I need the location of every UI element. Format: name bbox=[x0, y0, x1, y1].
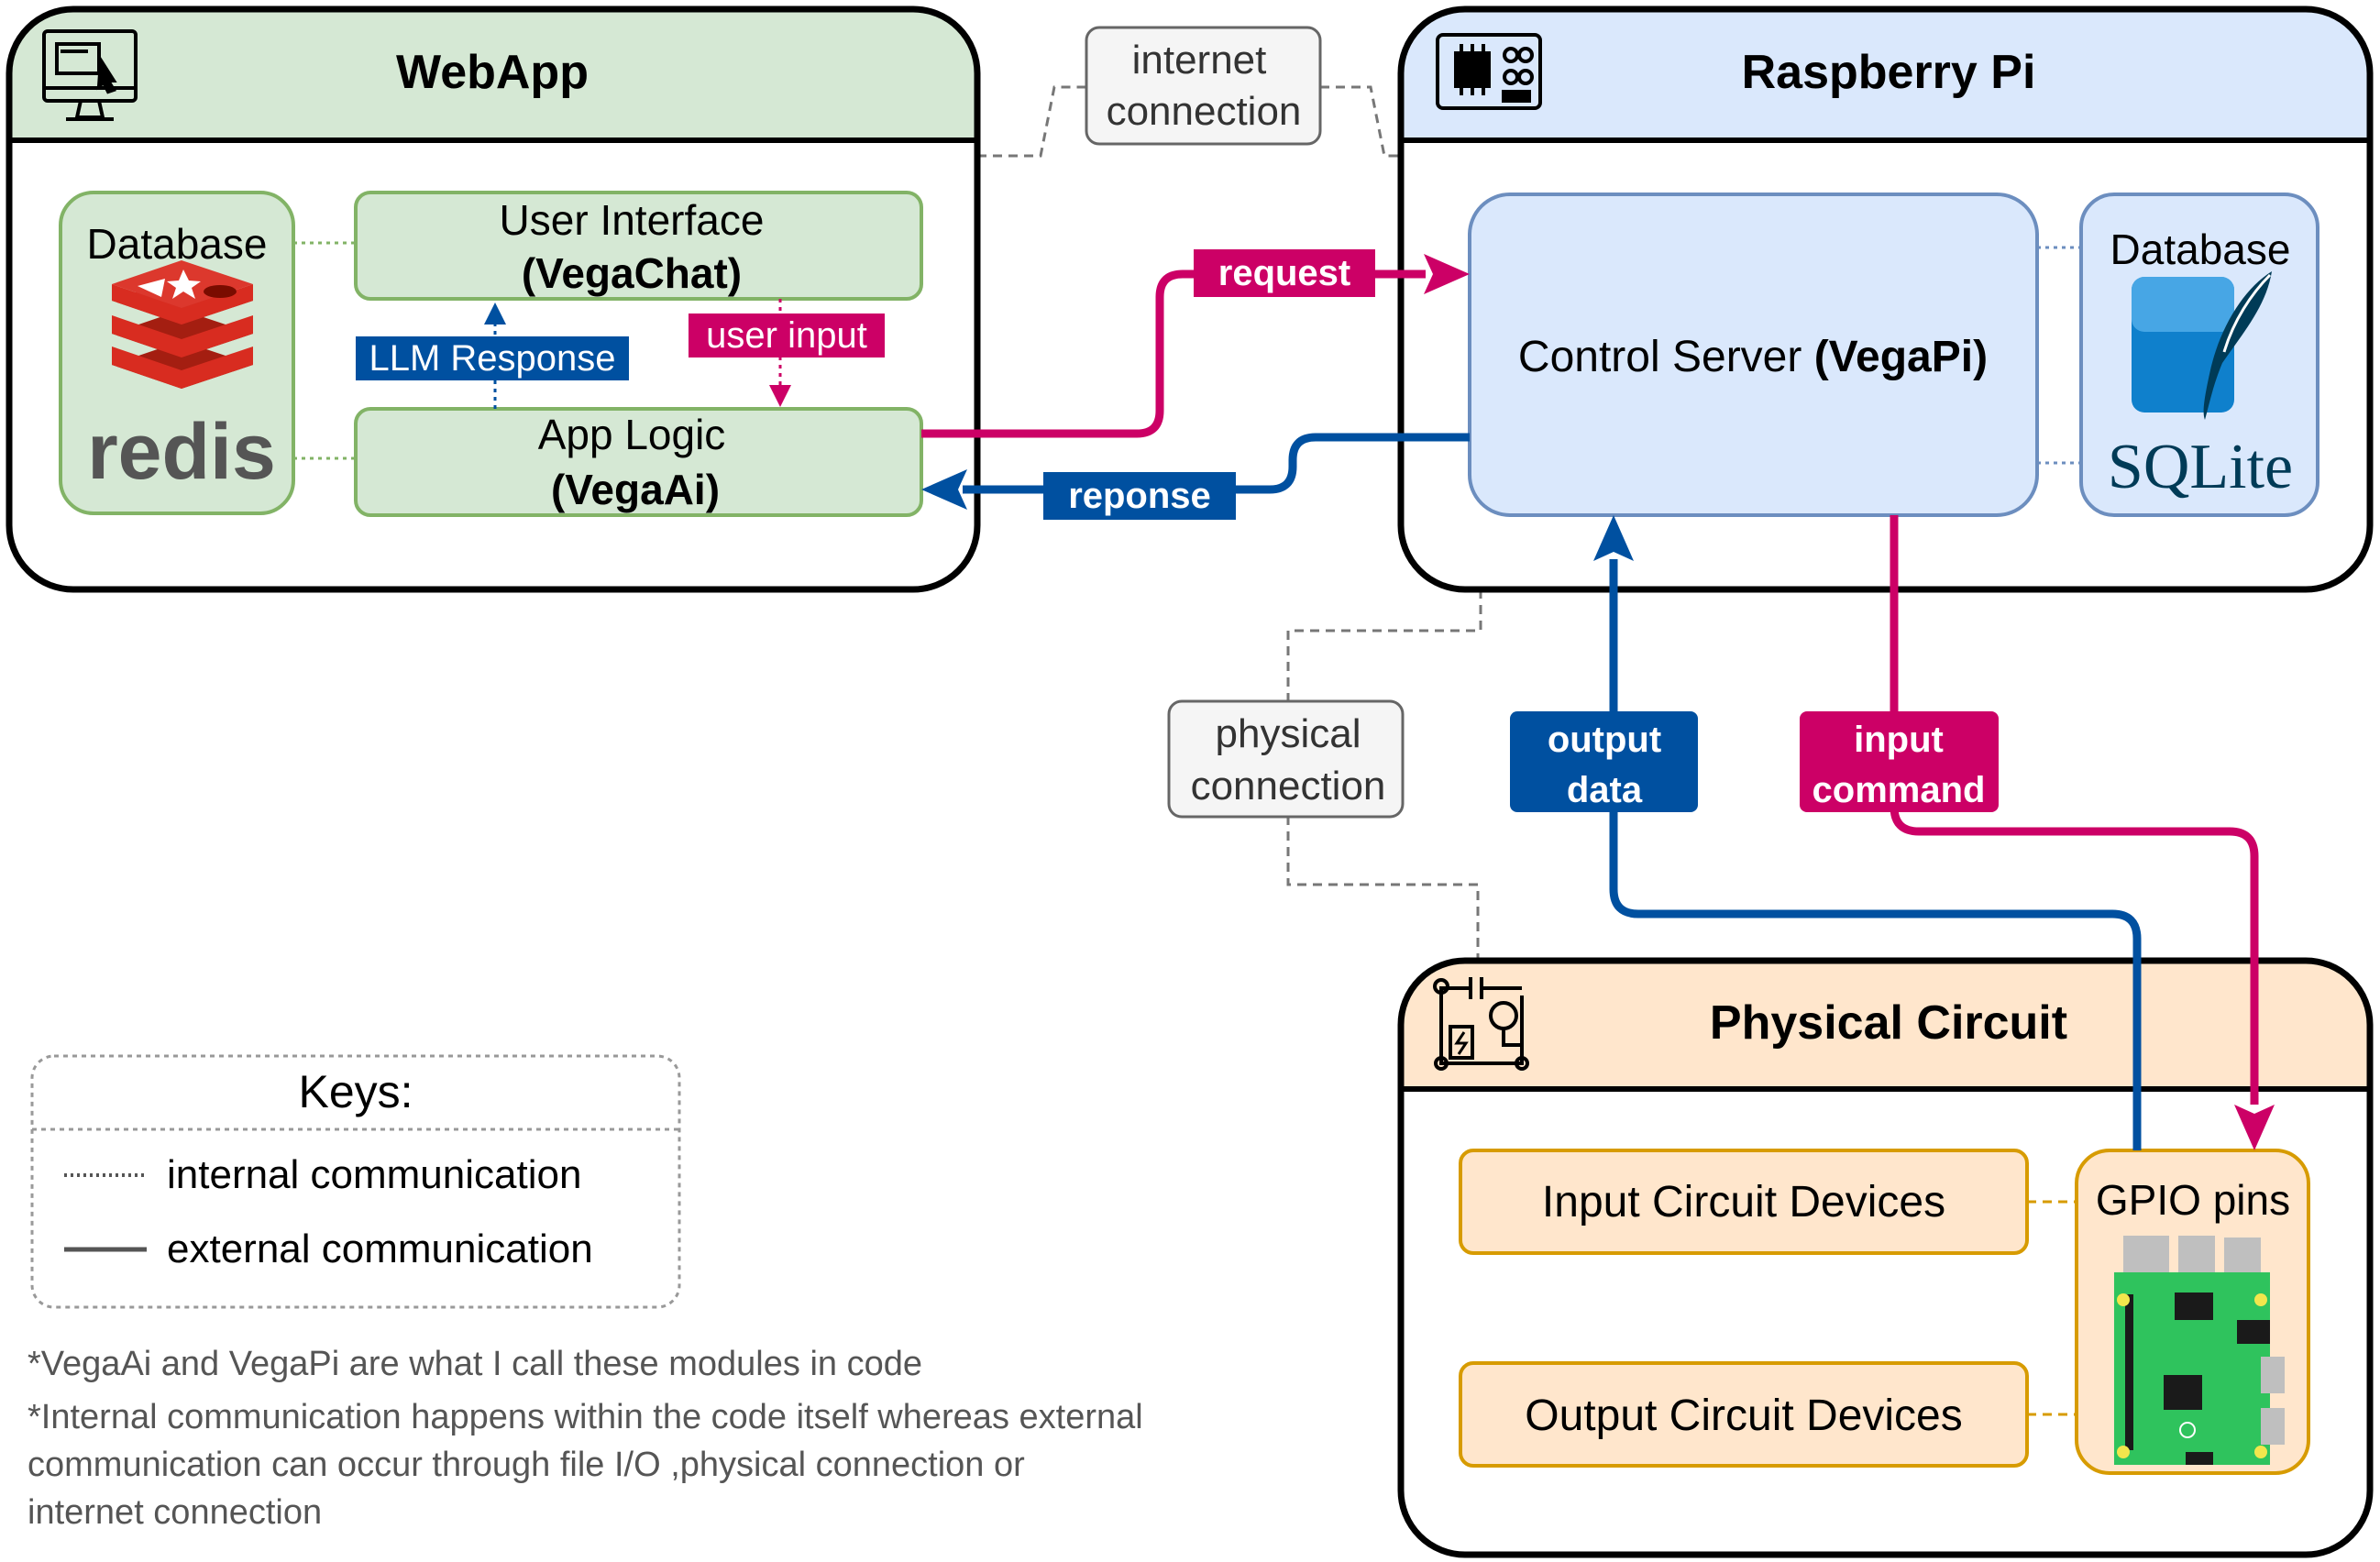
physical-connection-line-bottom bbox=[1286, 816, 1480, 961]
llm-response-label: LLM Response bbox=[369, 338, 615, 379]
output-data-arrow bbox=[1609, 559, 2142, 1150]
physical-connection-label-1: physical bbox=[1216, 711, 1361, 756]
internet-connection-box bbox=[1085, 26, 1322, 146]
output-data-arrowhead bbox=[1593, 515, 1634, 561]
external-communication-label: external communication bbox=[167, 1226, 593, 1271]
physical-connection-box bbox=[1167, 699, 1405, 819]
response-badge bbox=[1043, 472, 1236, 520]
app-logic-box bbox=[354, 407, 923, 517]
control-server-box bbox=[1468, 192, 2039, 517]
input-command-label-2: command bbox=[1813, 770, 1986, 810]
control-server-label: Control Server (VegaPi) bbox=[1518, 333, 1988, 381]
vegachat-label: (VegaChat) bbox=[522, 249, 742, 297]
sqlite-icon bbox=[2132, 271, 2272, 420]
input-command-badge bbox=[1800, 711, 1999, 812]
user-interface-label: User Interface bbox=[500, 196, 765, 244]
vegaai-label: (VegaAi) bbox=[551, 466, 720, 513]
redis-wordmark: redis bbox=[87, 408, 276, 496]
input-circuit-devices-label: Input Circuit Devices bbox=[1542, 1178, 1945, 1226]
redis-icon bbox=[112, 260, 253, 389]
keys-legend-box bbox=[30, 1054, 681, 1309]
footnote-2-line-1: *Internal communication happens within t… bbox=[28, 1398, 1143, 1436]
user-input-badge bbox=[689, 314, 885, 358]
pi-database-label: Database bbox=[2110, 226, 2291, 273]
physical-circuit-title: Physical Circuit bbox=[1710, 996, 2067, 1050]
webapp-database-label: Database bbox=[87, 220, 268, 268]
request-arrowhead bbox=[1424, 254, 1470, 294]
keys-title: Keys: bbox=[298, 1066, 413, 1117]
internet-connection-line-left bbox=[977, 85, 1086, 158]
response-label: reponse bbox=[1068, 476, 1211, 516]
internet-connection-label-1: internet bbox=[1132, 38, 1267, 82]
circuit-board-icon bbox=[1436, 33, 1542, 110]
request-badge bbox=[1194, 249, 1375, 297]
footnote-2-line-3: internet connection bbox=[28, 1493, 323, 1532]
user-input-arrowhead bbox=[769, 385, 791, 407]
user-input-label: user input bbox=[706, 315, 867, 356]
llm-response-arrowhead bbox=[484, 302, 506, 324]
footnote-1: *VegaAi and VegaPi are what I call these… bbox=[28, 1345, 922, 1383]
user-interface-box bbox=[354, 191, 923, 301]
llm-response-badge bbox=[356, 336, 629, 380]
raspberry-pi-board-icon bbox=[2114, 1236, 2285, 1465]
footnote-2-line-2: communication can occur through file I/O… bbox=[28, 1446, 1025, 1484]
response-arrowhead bbox=[921, 469, 967, 510]
request-label: request bbox=[1218, 253, 1351, 293]
input-command-label-1: input bbox=[1854, 720, 1944, 760]
webapp-title: WebApp bbox=[396, 46, 589, 99]
output-data-badge bbox=[1510, 711, 1698, 812]
response-arrow bbox=[963, 433, 1470, 494]
raspberry-pi-title: Raspberry Pi bbox=[1742, 46, 2036, 99]
internet-connection-line-right bbox=[1320, 85, 1401, 158]
physical-connection-line-top bbox=[1286, 589, 1482, 701]
physical-connection-label-2: connection bbox=[1191, 764, 1386, 808]
input-command-arrow bbox=[1890, 515, 2259, 1105]
internal-communication-label: internal communication bbox=[167, 1152, 581, 1197]
internet-connection-label-2: connection bbox=[1107, 89, 1302, 134]
output-data-label-1: output bbox=[1548, 720, 1661, 760]
monitor-icon bbox=[42, 29, 138, 121]
input-command-arrowhead bbox=[2234, 1105, 2275, 1150]
circuit-schematic-icon bbox=[1433, 977, 1529, 1071]
request-arrow bbox=[921, 270, 1426, 438]
gpio-pins-label: GPIO pins bbox=[2096, 1176, 2290, 1224]
output-circuit-devices-label: Output Circuit Devices bbox=[1525, 1392, 1963, 1440]
app-logic-label: App Logic bbox=[538, 411, 726, 458]
output-data-label-2: data bbox=[1567, 770, 1643, 810]
sqlite-wordmark: SQLite bbox=[2108, 432, 2293, 502]
